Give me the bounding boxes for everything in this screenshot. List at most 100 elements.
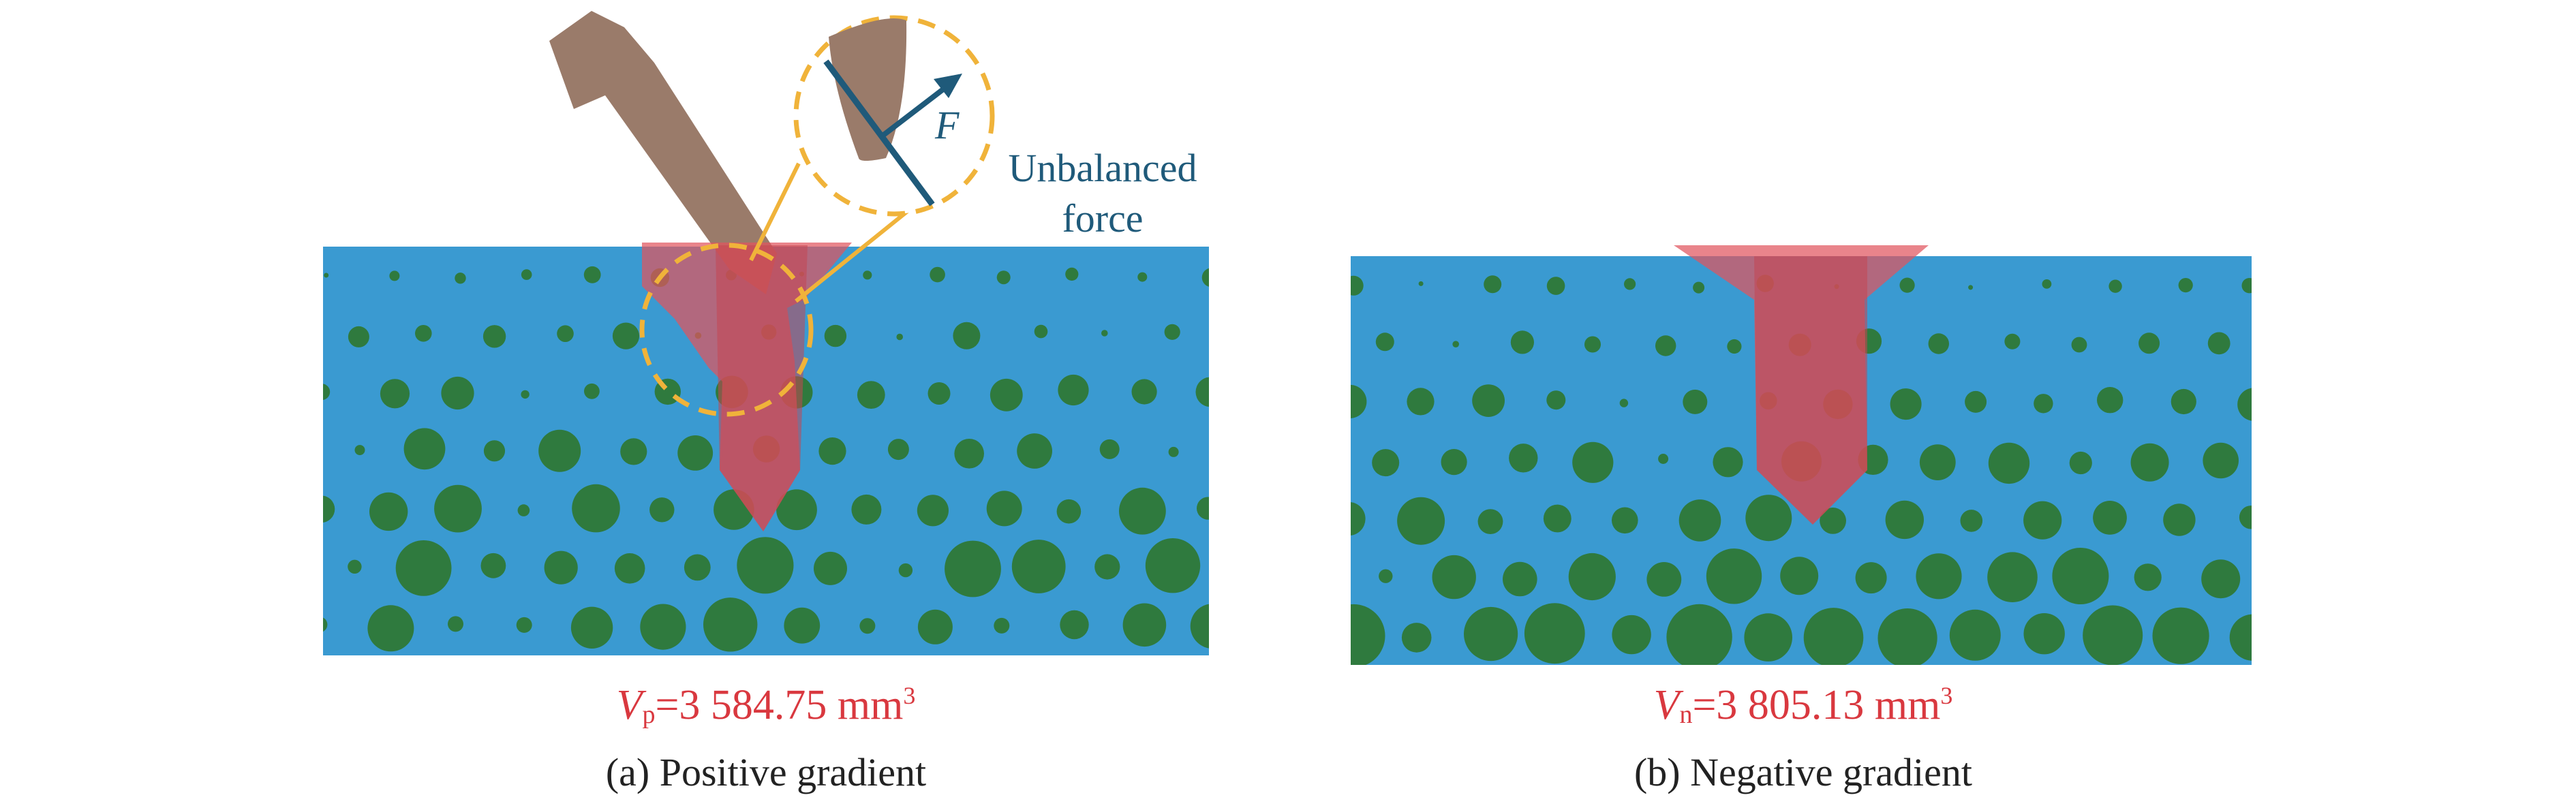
panel-a-particle bbox=[1094, 554, 1120, 580]
force-arrow-icon bbox=[934, 74, 962, 98]
panel-b-particle bbox=[2093, 501, 2127, 535]
panel-b-particle bbox=[1693, 281, 1705, 294]
unbalanced-force-line1: Unbalanced bbox=[1008, 146, 1197, 190]
panel-a-particle bbox=[348, 326, 369, 347]
panel-a-particle bbox=[784, 607, 821, 644]
panel-b-particle bbox=[2042, 279, 2052, 289]
panel-b-particle bbox=[1877, 608, 1937, 665]
panel-b-particle bbox=[1509, 444, 1538, 473]
panel-a-particle bbox=[323, 384, 331, 401]
panel-b-particle bbox=[1960, 510, 1983, 532]
panel-a-particle bbox=[818, 437, 846, 465]
panel-a-particle bbox=[614, 553, 645, 584]
cutting-channel-a bbox=[716, 245, 808, 531]
panel-b-particle bbox=[1397, 497, 1445, 545]
panel-b-particle bbox=[1745, 495, 1792, 542]
panel-a-particle bbox=[1225, 429, 1267, 471]
panel-a-particle bbox=[1201, 268, 1209, 287]
panel-a-particle bbox=[441, 376, 474, 410]
panel-b-particle bbox=[1351, 384, 1367, 418]
panel-b-particle bbox=[1744, 613, 1792, 662]
panel-a-particle bbox=[896, 333, 903, 341]
panel-a-particle bbox=[348, 559, 362, 574]
panel-a-particle bbox=[1122, 603, 1167, 647]
panel-a-particle bbox=[380, 379, 410, 409]
panel-a-particle bbox=[367, 605, 414, 652]
panel-b-particle bbox=[1988, 442, 2030, 484]
panel-b-particle bbox=[1890, 388, 1922, 420]
panel-b-particle bbox=[1928, 333, 1949, 354]
panel-a-particle bbox=[1119, 487, 1166, 535]
panel-b-particle bbox=[2282, 341, 2289, 347]
particles-group-a bbox=[323, 266, 1267, 652]
panel-a-particle bbox=[324, 273, 329, 278]
panel-b-particle bbox=[2097, 387, 2123, 414]
panel-b-particle bbox=[1855, 562, 1887, 594]
panel-b-particle bbox=[1624, 278, 1636, 290]
volume-symbol-a: V bbox=[616, 682, 643, 728]
panel-a-particle bbox=[996, 270, 1011, 285]
zoom-connector-line-1 bbox=[749, 162, 801, 262]
panel-b-particle bbox=[1477, 509, 1503, 534]
panel-b-particle bbox=[2069, 451, 2092, 475]
panel-a-particle bbox=[354, 445, 365, 456]
panel-a-particle bbox=[953, 322, 981, 349]
panel-a-particle bbox=[649, 497, 675, 523]
panel-a-particle bbox=[583, 266, 601, 283]
panel-a-particle bbox=[403, 428, 446, 470]
panel-b-particle bbox=[2178, 278, 2193, 293]
panel-b-particle bbox=[2273, 561, 2306, 594]
panel-b-particle bbox=[2034, 394, 2053, 414]
panel-b-particle bbox=[1418, 281, 1424, 286]
panel-a-particle bbox=[1017, 433, 1052, 469]
panel-a-particle bbox=[1056, 499, 1082, 524]
cutting-channel-b bbox=[1754, 256, 1867, 525]
panel-a-particle bbox=[857, 381, 885, 409]
panel-a-particle bbox=[415, 325, 432, 342]
panel-a-particle bbox=[620, 438, 647, 465]
panel-b-particle bbox=[1452, 341, 1459, 348]
panel-b-particle bbox=[1351, 501, 1366, 536]
panel-a-particle bbox=[1058, 374, 1089, 406]
panel-b-particle bbox=[1441, 449, 1467, 476]
panel-b-particle bbox=[1546, 390, 1566, 410]
panel-a-particle bbox=[584, 383, 600, 399]
panel-b-particle bbox=[2203, 442, 2239, 479]
panel-b-particle bbox=[1713, 447, 1743, 478]
panel-a-particle bbox=[990, 378, 1023, 411]
panel-a-particle bbox=[1145, 538, 1201, 593]
panel-b-particle bbox=[1678, 499, 1721, 542]
panel-a-particle bbox=[323, 495, 335, 523]
panel-b-particle bbox=[1658, 454, 1669, 464]
panel-b-particle bbox=[1407, 388, 1435, 416]
panel-a-particle bbox=[395, 540, 452, 596]
inset-tool-edge bbox=[829, 18, 907, 161]
panel-b-particle bbox=[2171, 388, 2196, 415]
panel-b-particle bbox=[2004, 333, 2021, 349]
unbalanced-force-label: Unbalanced force bbox=[987, 143, 1218, 244]
volume-label-b: Vn=3 805.13 mm3 bbox=[1531, 681, 2076, 730]
volume-value-a: =3 584.75 mm bbox=[655, 682, 904, 728]
panel-a-particle bbox=[986, 491, 1022, 527]
contact-zone-circle bbox=[639, 243, 814, 417]
panel-b-particle bbox=[2239, 506, 2252, 529]
panel-b-particle bbox=[1655, 335, 1676, 356]
panel-b-particle bbox=[2229, 614, 2252, 661]
panel-b-particle bbox=[1965, 390, 1987, 413]
volume-label-a: Vp=3 584.75 mm3 bbox=[493, 681, 1039, 730]
panel-a-particle bbox=[677, 435, 714, 471]
panel-a-particle bbox=[516, 617, 532, 633]
panel-a-particle bbox=[824, 324, 847, 347]
panel-b-particle bbox=[1572, 441, 1614, 483]
panel-b-particle bbox=[2134, 563, 2162, 591]
panel-a-particle bbox=[1065, 267, 1079, 281]
inset-surface-line bbox=[823, 59, 935, 206]
panel-a-particle bbox=[954, 439, 984, 469]
panel-a-particle bbox=[482, 325, 506, 348]
panel-b-particle bbox=[1899, 277, 1915, 293]
panel-a-particle bbox=[1099, 439, 1120, 459]
force-symbol: F bbox=[935, 103, 960, 147]
panel-a-particle bbox=[994, 617, 1010, 634]
panel-a-particle bbox=[1190, 604, 1209, 649]
panel-a-particle bbox=[1034, 324, 1048, 339]
